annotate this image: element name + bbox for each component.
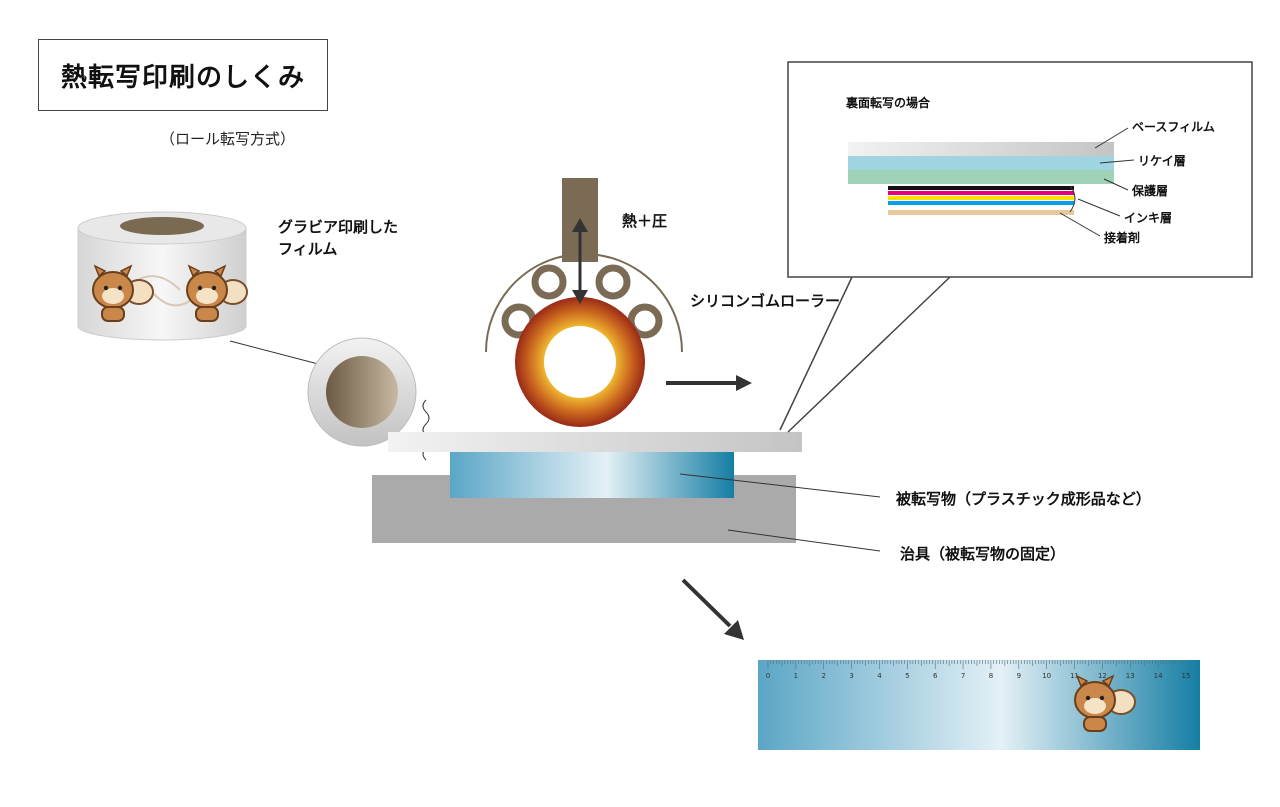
ruler-tick-label: 9 bbox=[1017, 672, 1021, 680]
squirrel-character-2 bbox=[186, 264, 248, 322]
film-leader-line bbox=[229, 340, 323, 366]
jig-label: 治具（被転写物の固定） bbox=[900, 545, 1066, 563]
ruler-tick-label: 3 bbox=[849, 672, 853, 680]
product-arrow-icon bbox=[681, 578, 744, 640]
film-label: グラビア印刷した フィルム bbox=[278, 216, 398, 260]
inset-title: 裏面転写の場合 bbox=[846, 96, 931, 110]
film-label-line2: フィルム bbox=[278, 240, 338, 258]
layer-label-protect: 保護層 bbox=[1132, 184, 1169, 198]
ruler-tick-label: 1 bbox=[794, 672, 798, 680]
ruler-tick-label: 14 bbox=[1154, 672, 1163, 680]
squirrel-character-1 bbox=[92, 264, 154, 322]
ruler-tick-label: 11 bbox=[1070, 672, 1079, 680]
ruler-tick-label: 10 bbox=[1042, 672, 1051, 680]
layer-label-adhesive: 接着剤 bbox=[1104, 231, 1141, 245]
ruler-tick-label: 2 bbox=[821, 672, 825, 680]
ruler-tick-label: 0 bbox=[766, 672, 770, 680]
silicone-roller bbox=[515, 297, 645, 427]
layer-stack bbox=[848, 142, 1114, 215]
workpiece-block bbox=[450, 450, 734, 498]
heat-pressure-label: 熱＋圧 bbox=[622, 212, 668, 230]
ruler-tick-label: 7 bbox=[961, 672, 965, 680]
ruler-tick-label: 6 bbox=[933, 672, 938, 680]
ruler-tick-label: 4 bbox=[877, 672, 882, 680]
move-arrow-icon bbox=[666, 375, 752, 391]
title-box: 熱転写印刷のしくみ bbox=[38, 39, 328, 111]
layer-leader-lines bbox=[1059, 127, 1135, 237]
page-title: 熱転写印刷のしくみ bbox=[60, 62, 306, 93]
page-subtitle: （ロール転写方式） bbox=[160, 130, 296, 148]
jig-leader-line bbox=[727, 529, 881, 552]
roller-label: シリコンゴムローラー bbox=[690, 292, 841, 310]
feed-roll bbox=[307, 337, 417, 447]
transfer-film bbox=[388, 432, 802, 452]
ruler-tick-marks bbox=[767, 660, 1187, 669]
ruler-squirrel-character bbox=[1074, 674, 1136, 732]
ruler-tick-label: 5 bbox=[905, 672, 909, 680]
ruler-tick-label: 12 bbox=[1098, 672, 1107, 680]
ruler-tick-label: 15 bbox=[1182, 672, 1191, 680]
workpiece-leader-line bbox=[679, 473, 881, 498]
layer-label-ink: インキ層 bbox=[1124, 211, 1173, 225]
workpiece-label: 被転写物（プラスチック成形品など） bbox=[896, 490, 1151, 508]
film-label-line1: グラビア印刷した bbox=[278, 218, 399, 236]
ruler-tick-label: 13 bbox=[1126, 672, 1135, 680]
layer-label-release: リケイ層 bbox=[1138, 154, 1186, 168]
layer-label-base-film: ベースフィルム bbox=[1132, 120, 1215, 134]
pressure-arrow-icon bbox=[572, 218, 588, 304]
ruler-tick-label: 8 bbox=[989, 672, 993, 680]
